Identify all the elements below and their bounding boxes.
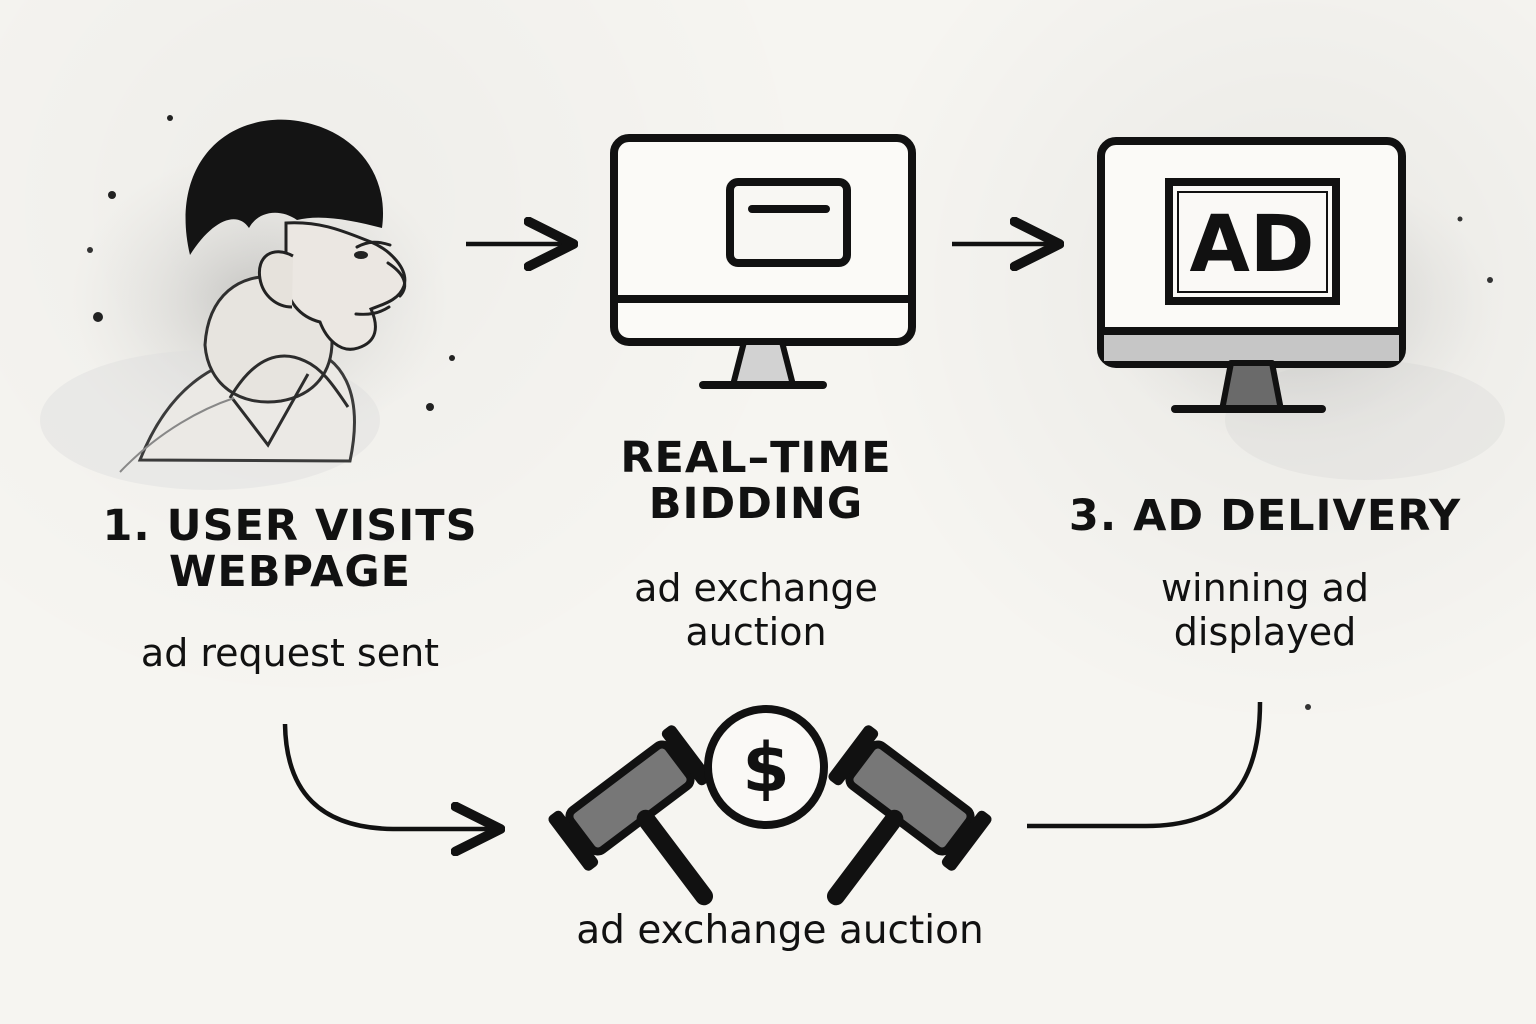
- gavel-icon: [548, 725, 714, 906]
- dollar-symbol: $: [742, 729, 789, 808]
- step-1-title: 1. USER VISITS WEBPAGE: [102, 501, 478, 598]
- step-2-title: REAL–TIME BIDDING: [620, 433, 892, 530]
- monitor-icon: [610, 134, 916, 389]
- dollar-coin-icon: $: [704, 705, 828, 829]
- auction-label: ad exchange auction: [576, 908, 984, 953]
- person-icon: [40, 115, 455, 490]
- curved-flow-line-right: [1027, 701, 1263, 829]
- monitor-ad-icon: AD: [1088, 137, 1505, 710]
- ad-screen-text: AD: [1189, 200, 1314, 290]
- step-2-subtitle: ad exchange auction: [634, 566, 878, 654]
- step-3-title: 3. AD DELIVERY: [1068, 491, 1462, 541]
- step-1-subtitle: ad request sent: [140, 631, 440, 675]
- curved-flow-arrow-left: [282, 723, 496, 829]
- gavel-icon: [826, 725, 992, 906]
- step-3-subtitle: winning ad displayed: [1160, 566, 1370, 654]
